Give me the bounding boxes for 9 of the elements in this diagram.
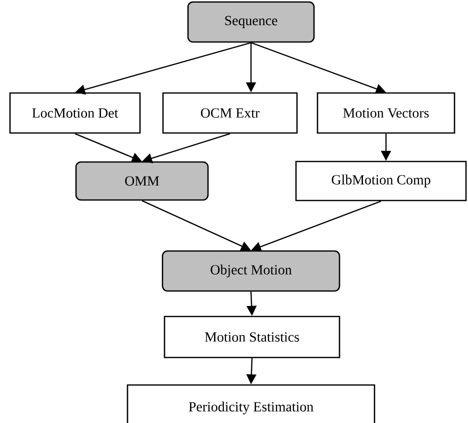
process-box: OCM Extr <box>162 92 298 134</box>
process-box: LocMotion Det <box>9 92 141 134</box>
rounded-box: Sequence <box>187 1 315 43</box>
rounded-box: OMM <box>75 161 209 201</box>
process-box: Periodicity Estimation <box>126 384 376 423</box>
process-box: GlbMotion Comp <box>295 160 467 202</box>
process-box: Motion Statistics <box>164 316 340 358</box>
process-box: Motion Vectors <box>316 92 456 134</box>
rounded-box: Object Motion <box>162 250 340 292</box>
